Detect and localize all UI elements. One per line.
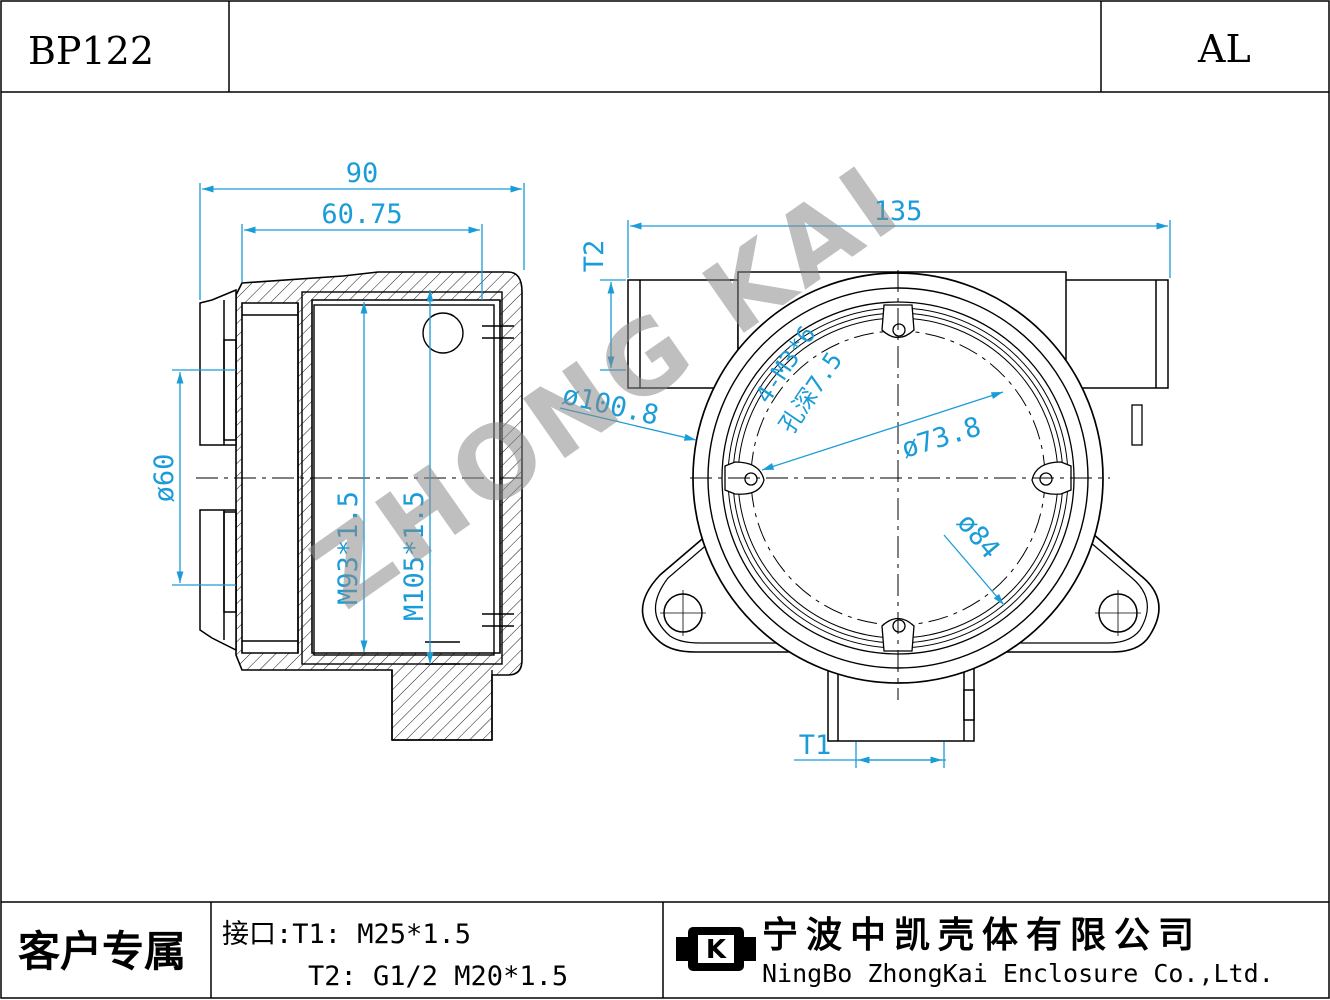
dim-t2-label: T2 (579, 240, 610, 273)
model-number: BP122 (28, 29, 154, 73)
customer-label: 客户专属 (18, 927, 186, 976)
company-name-cn: 宁波中凯壳体有限公司 (762, 915, 1202, 956)
company-logo: K (676, 927, 756, 971)
dim-t1-label: T1 (799, 730, 832, 761)
dim-overall-width: 135 (874, 196, 923, 227)
logo-letter: K (706, 935, 727, 965)
interface-spec-t2: T2: G1/2 M20*1.5 (308, 961, 568, 992)
dim-gland-diameter: ø60 (149, 454, 180, 503)
side-section-view (196, 271, 525, 741)
dim-overall-length: 90 (346, 158, 379, 189)
company-name-en: NingBo ZhongKai Enclosure Co.,Ltd. (762, 959, 1274, 988)
dim-thread-m105: M105*1.5 (399, 491, 430, 621)
side-view-dimensions (172, 183, 525, 664)
front-view (627, 270, 1169, 742)
front-view-dimensions (559, 220, 1171, 768)
material-code: AL (1197, 27, 1251, 71)
interface-spec-t1: 接口:T1: M25*1.5 (222, 919, 471, 950)
dim-inner-length: 60.75 (321, 199, 402, 230)
dim-thread-m93: M93*1.5 (333, 491, 364, 605)
